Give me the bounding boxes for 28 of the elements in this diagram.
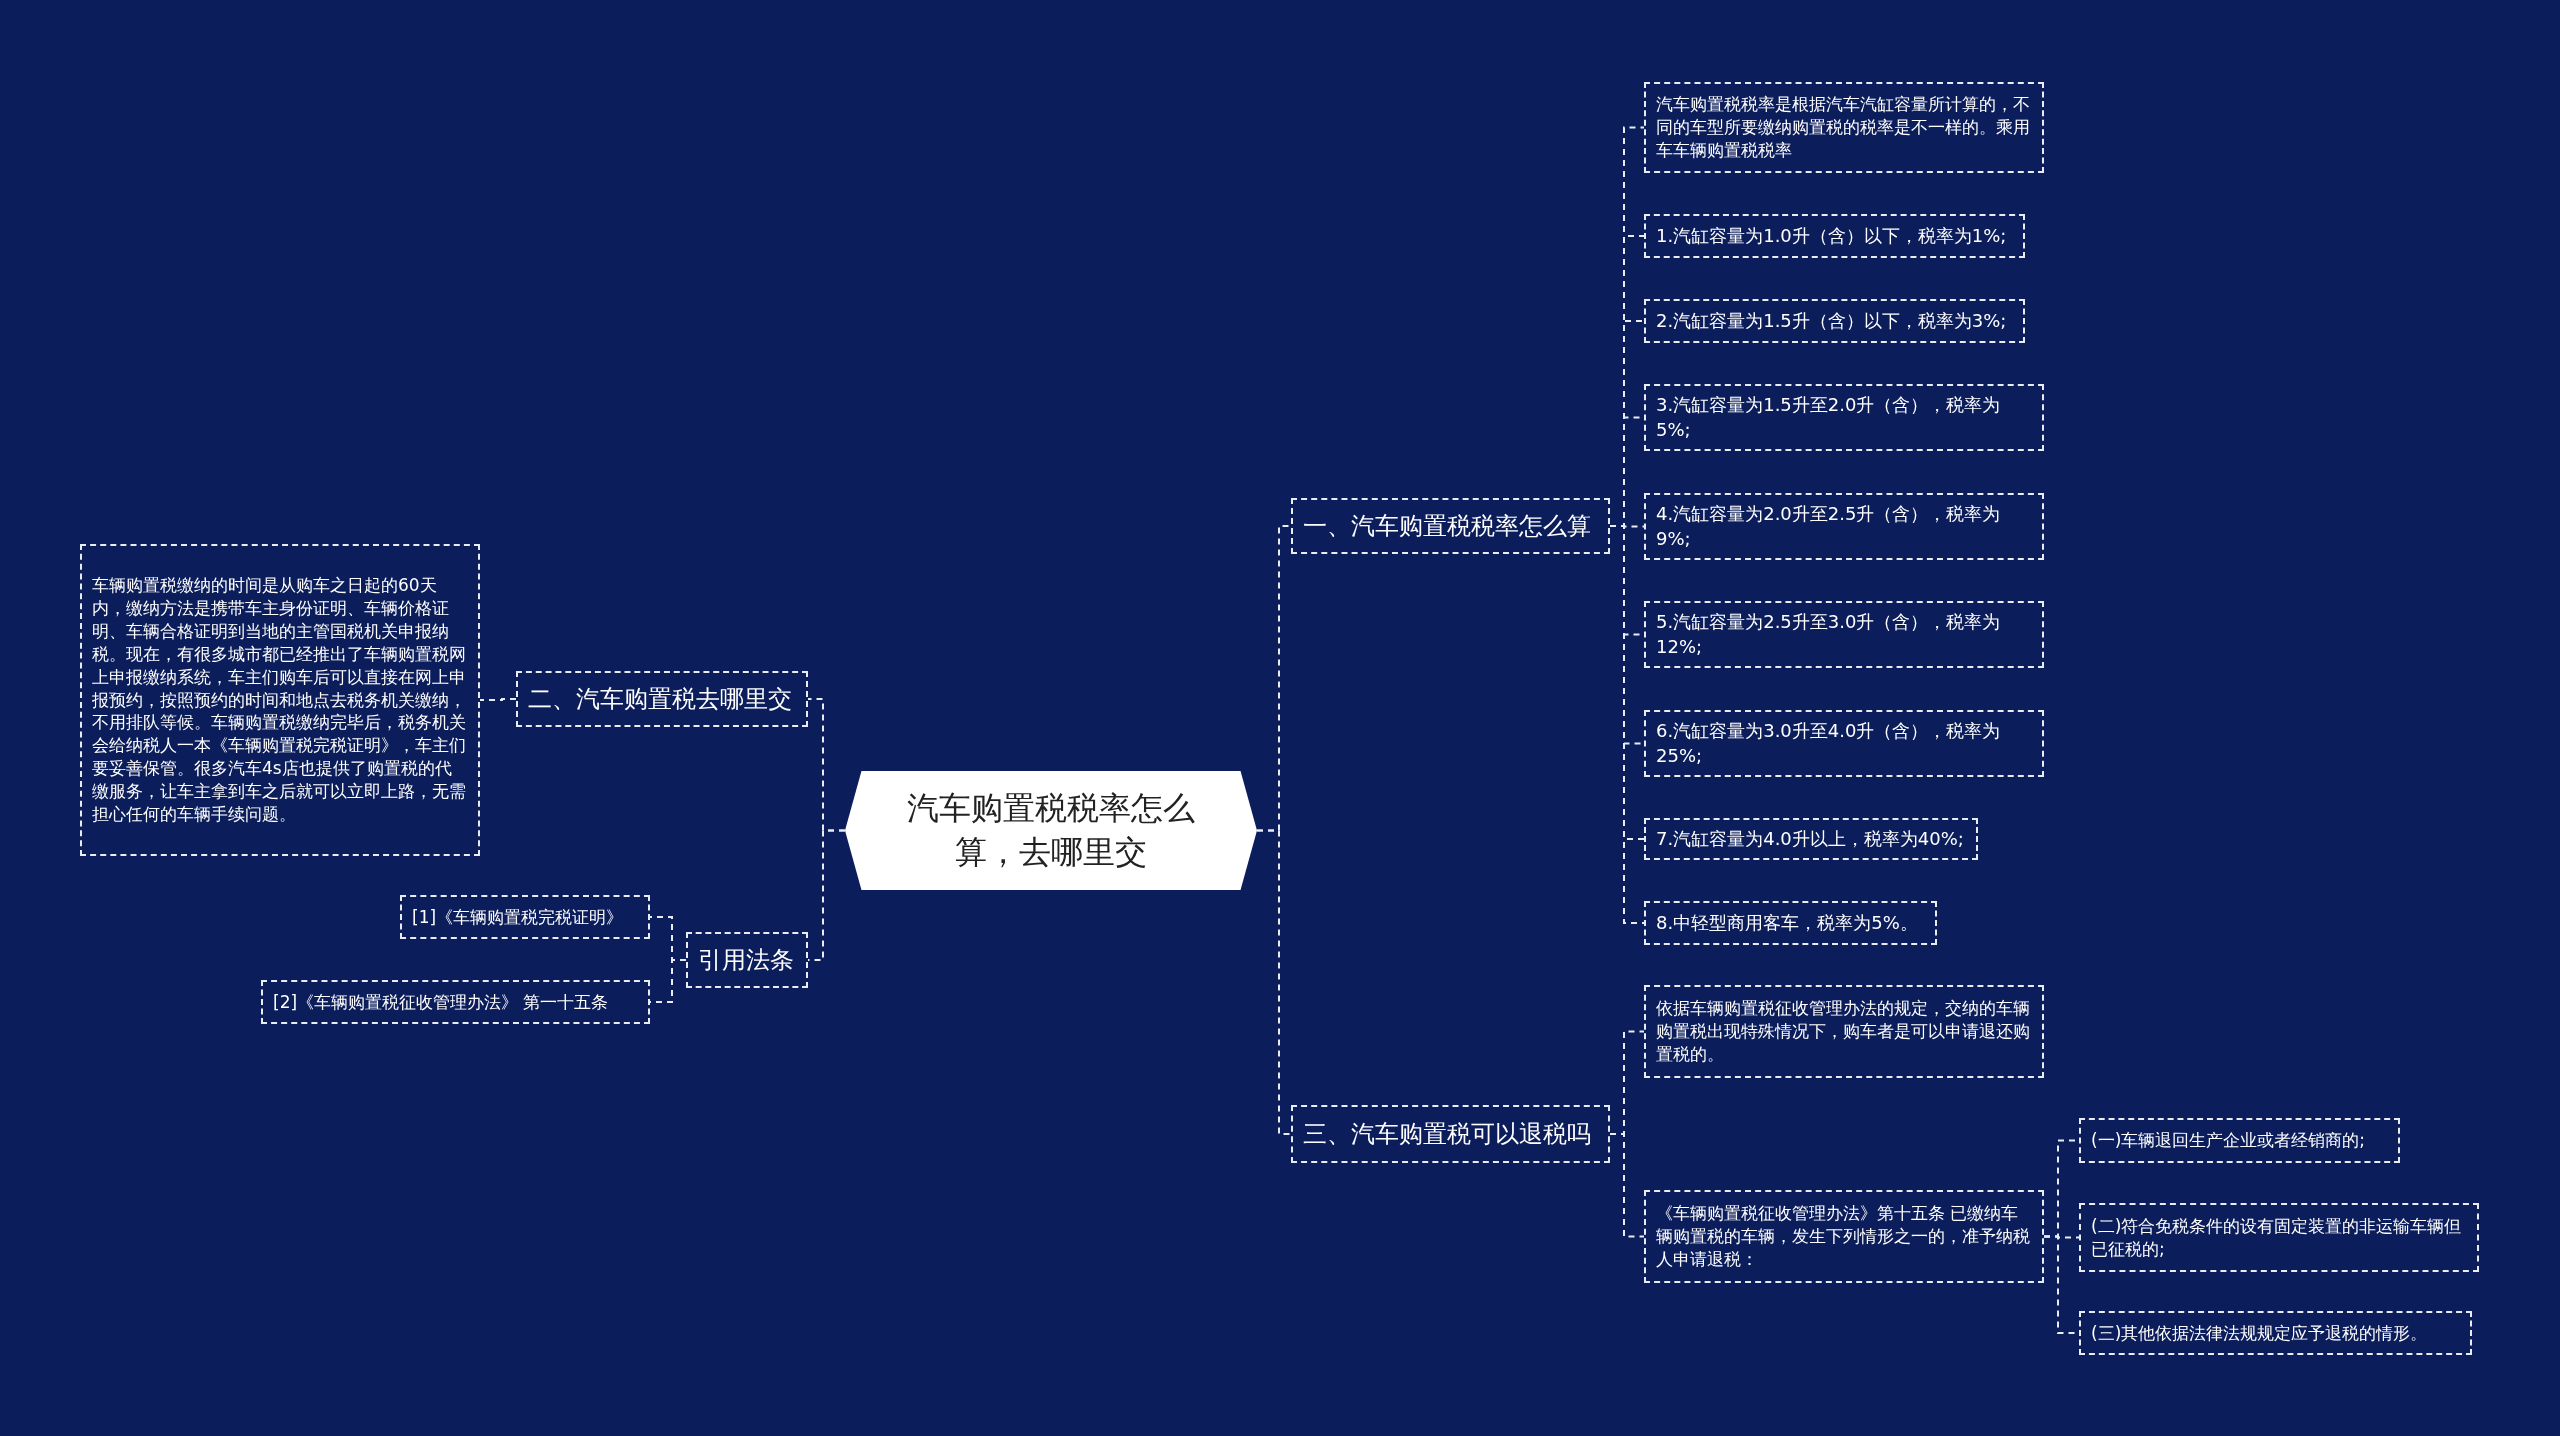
- connector-line: [1609, 525, 1645, 924]
- connector-line: [649, 959, 687, 1003]
- subtopic-box: 依据车辆购置税征收管理办法的规定，交纳的车辆购置税出现特殊情况下，购车者是可以申请退还购置税的。: [1644, 985, 2044, 1078]
- connector-line: [479, 698, 517, 701]
- topic-box: 三、汽车购置税可以退税吗: [1291, 1105, 1610, 1163]
- subtopic-box: (三)其他依据法律法规规定应予退税的情形。: [2079, 1311, 2472, 1355]
- subtopic-box: 《车辆购置税征收管理办法》第十五条 已缴纳车辆购置税的车辆，发生下列情形之一的，准予纳税人申请退税：: [1644, 1190, 2044, 1283]
- subtopic-box: 1.汽缸容量为1.0升（含）以下，税率为1%;: [1644, 214, 2025, 258]
- connector-line: [1256, 829, 1292, 1135]
- subtopic-box: [1]《车辆购置税完税证明》: [400, 895, 650, 939]
- subtopic-box: 4.汽缸容量为2.0升至2.5升（含），税率为9%;: [1644, 493, 2044, 560]
- subtopic-box: 8.中轻型商用客车，税率为5%。: [1644, 901, 1937, 945]
- subtopic-box: 7.汽缸容量为4.0升以上，税率为40%;: [1644, 818, 1978, 860]
- subtopic-box: 车辆购置税缴纳的时间是从购车之日起的60天内，缴纳方法是携带车主身份证明、车辆价格证明、车辆合格证明到当地的主管国税机关申报纳税。现在，有很多城市都已经推出了车辆购置税网上申报缴纳系统，车主们购车后可以直接在网上申报预约，按照预约的时间和地点去税务机关缴纳，不用排队等候。车辆购置税缴纳完毕后，税务机关会给纳税人一本《车辆购置税完税证明》，车主们要妥善保管。很多汽车4s店也提供了购置税的代缴服务，让车主拿到车之后就可以立即上路，无需担心任何的车辆手续问题。: [80, 544, 480, 856]
- topic-box: 引用法条: [686, 932, 808, 988]
- central-topic: 汽车购置税税率怎么算，去哪里交: [845, 771, 1257, 890]
- connector-line: [807, 829, 846, 961]
- subtopic-box: 3.汽缸容量为1.5升至2.0升（含），税率为5%;: [1644, 384, 2044, 451]
- subtopic-box: 2.汽缸容量为1.5升（含）以下，税率为3%;: [1644, 299, 2025, 343]
- subtopic-box: (二)符合免税条件的设有固定装置的非运输车辆但已征税的;: [2079, 1203, 2479, 1272]
- subtopic-box: 5.汽缸容量为2.5升至3.0升（含），税率为12%;: [1644, 601, 2044, 668]
- topic-box: 一、汽车购置税税率怎么算: [1291, 498, 1610, 554]
- subtopic-box: 6.汽缸容量为3.0升至4.0升（含），税率为25%;: [1644, 710, 2044, 777]
- topic-box: 二、汽车购置税去哪里交: [516, 671, 808, 727]
- subtopic-box: [2]《车辆购置税征收管理办法》 第一十五条: [261, 980, 650, 1024]
- connector-line: [1609, 1133, 1645, 1238]
- subtopic-box: 汽车购置税税率是根据汽车汽缸容量所计算的，不同的车型所要缴纳购置税的税率是不一样的。乘用车车辆购置税税率: [1644, 82, 2044, 173]
- subtopic-box: (一)车辆退回生产企业或者经销商的;: [2079, 1118, 2400, 1163]
